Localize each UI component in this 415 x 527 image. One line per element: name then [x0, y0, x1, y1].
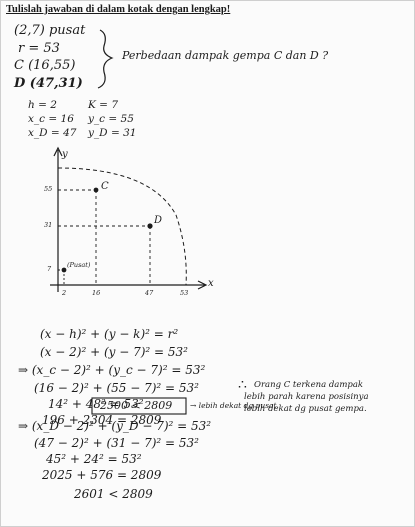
tick-x-47: 47 [145, 289, 154, 297]
var-xc: x_c = 16 [28, 113, 74, 125]
var-h: h = 2 [28, 99, 57, 111]
point-c [93, 187, 99, 193]
instruction-header: Tulislah jawaban di dalam kotak dengan l… [6, 4, 231, 15]
var-yc: y_c = 55 [88, 113, 134, 125]
circle-arc [57, 167, 187, 286]
conclusion-line-3: lebih dekat dg pusat gempa. [244, 404, 367, 414]
given-point-c: C (16,55) [14, 58, 76, 73]
work-note-7: → lebih dekat dg pusat [190, 401, 277, 410]
work-line-9: (47 − 2)² + (31 − 7)² = 53² [34, 436, 199, 450]
x-axis-arrow [197, 280, 208, 290]
tick-y-31: 31 [44, 221, 53, 229]
work-line-8: ⇒ (x_D − 2)² + (y_D − 7)² = 53² [18, 419, 212, 433]
tick-x-2: 2 [62, 289, 67, 297]
label-pusat: (Pusat) [67, 261, 91, 269]
given-point-d: D (47,31) [14, 76, 83, 91]
work-line-6: 196 + 2304 = 2809 [42, 413, 162, 427]
y-axis-label: y [62, 149, 68, 160]
label-d: D [154, 215, 163, 226]
work-line-11: 2025 + 576 = 2809 [42, 468, 162, 482]
x-axis-label: x [208, 278, 214, 289]
var-yd: y_D = 31 [88, 127, 137, 139]
conclusion-line-1: Orang C terkena dampak [254, 380, 364, 390]
work-line-5: 14² + 48² = 53² [48, 397, 144, 411]
y-axis-arrow [53, 146, 63, 157]
given-center: (2,7) pusat [14, 23, 86, 38]
var-xd: x_D = 47 [28, 127, 77, 139]
left-border [0, 0, 1, 527]
question-text: Perbedaan dampak gempa C dan D ? [122, 49, 329, 62]
work-line-10: 45² + 24² = 53² [46, 452, 142, 466]
tick-x-16: 16 [92, 289, 101, 297]
answer-box [91, 397, 187, 415]
tick-y-55: 55 [44, 185, 53, 193]
tick-y-7: 7 [47, 265, 52, 273]
work-line-3: ⇒ (x_c − 2)² + (y_c − 7)² = 53² [18, 363, 206, 377]
brace [97, 29, 114, 89]
label-c: C [101, 181, 109, 192]
tick-x-53: 53 [180, 289, 189, 297]
work-line-2: (x − 2)² + (y − 7)² = 53² [40, 345, 188, 359]
point-center [61, 267, 67, 273]
var-k: K = 7 [88, 99, 118, 111]
point-d [147, 223, 153, 229]
therefore-symbol: ∴ [238, 377, 247, 393]
work-line-7: 2500 < 2809 [100, 399, 173, 412]
work-line-12: 2601 < 2809 [74, 487, 153, 501]
work-line-4: (16 − 2)² + (55 − 7)² = 53² [34, 381, 199, 395]
work-line-1: (x − h)² + (y − k)² = r² [40, 327, 179, 341]
conclusion-line-2: lebih parah karena posisinya [244, 392, 369, 402]
top-border [0, 0, 415, 1]
given-radius: r = 53 [18, 41, 60, 56]
